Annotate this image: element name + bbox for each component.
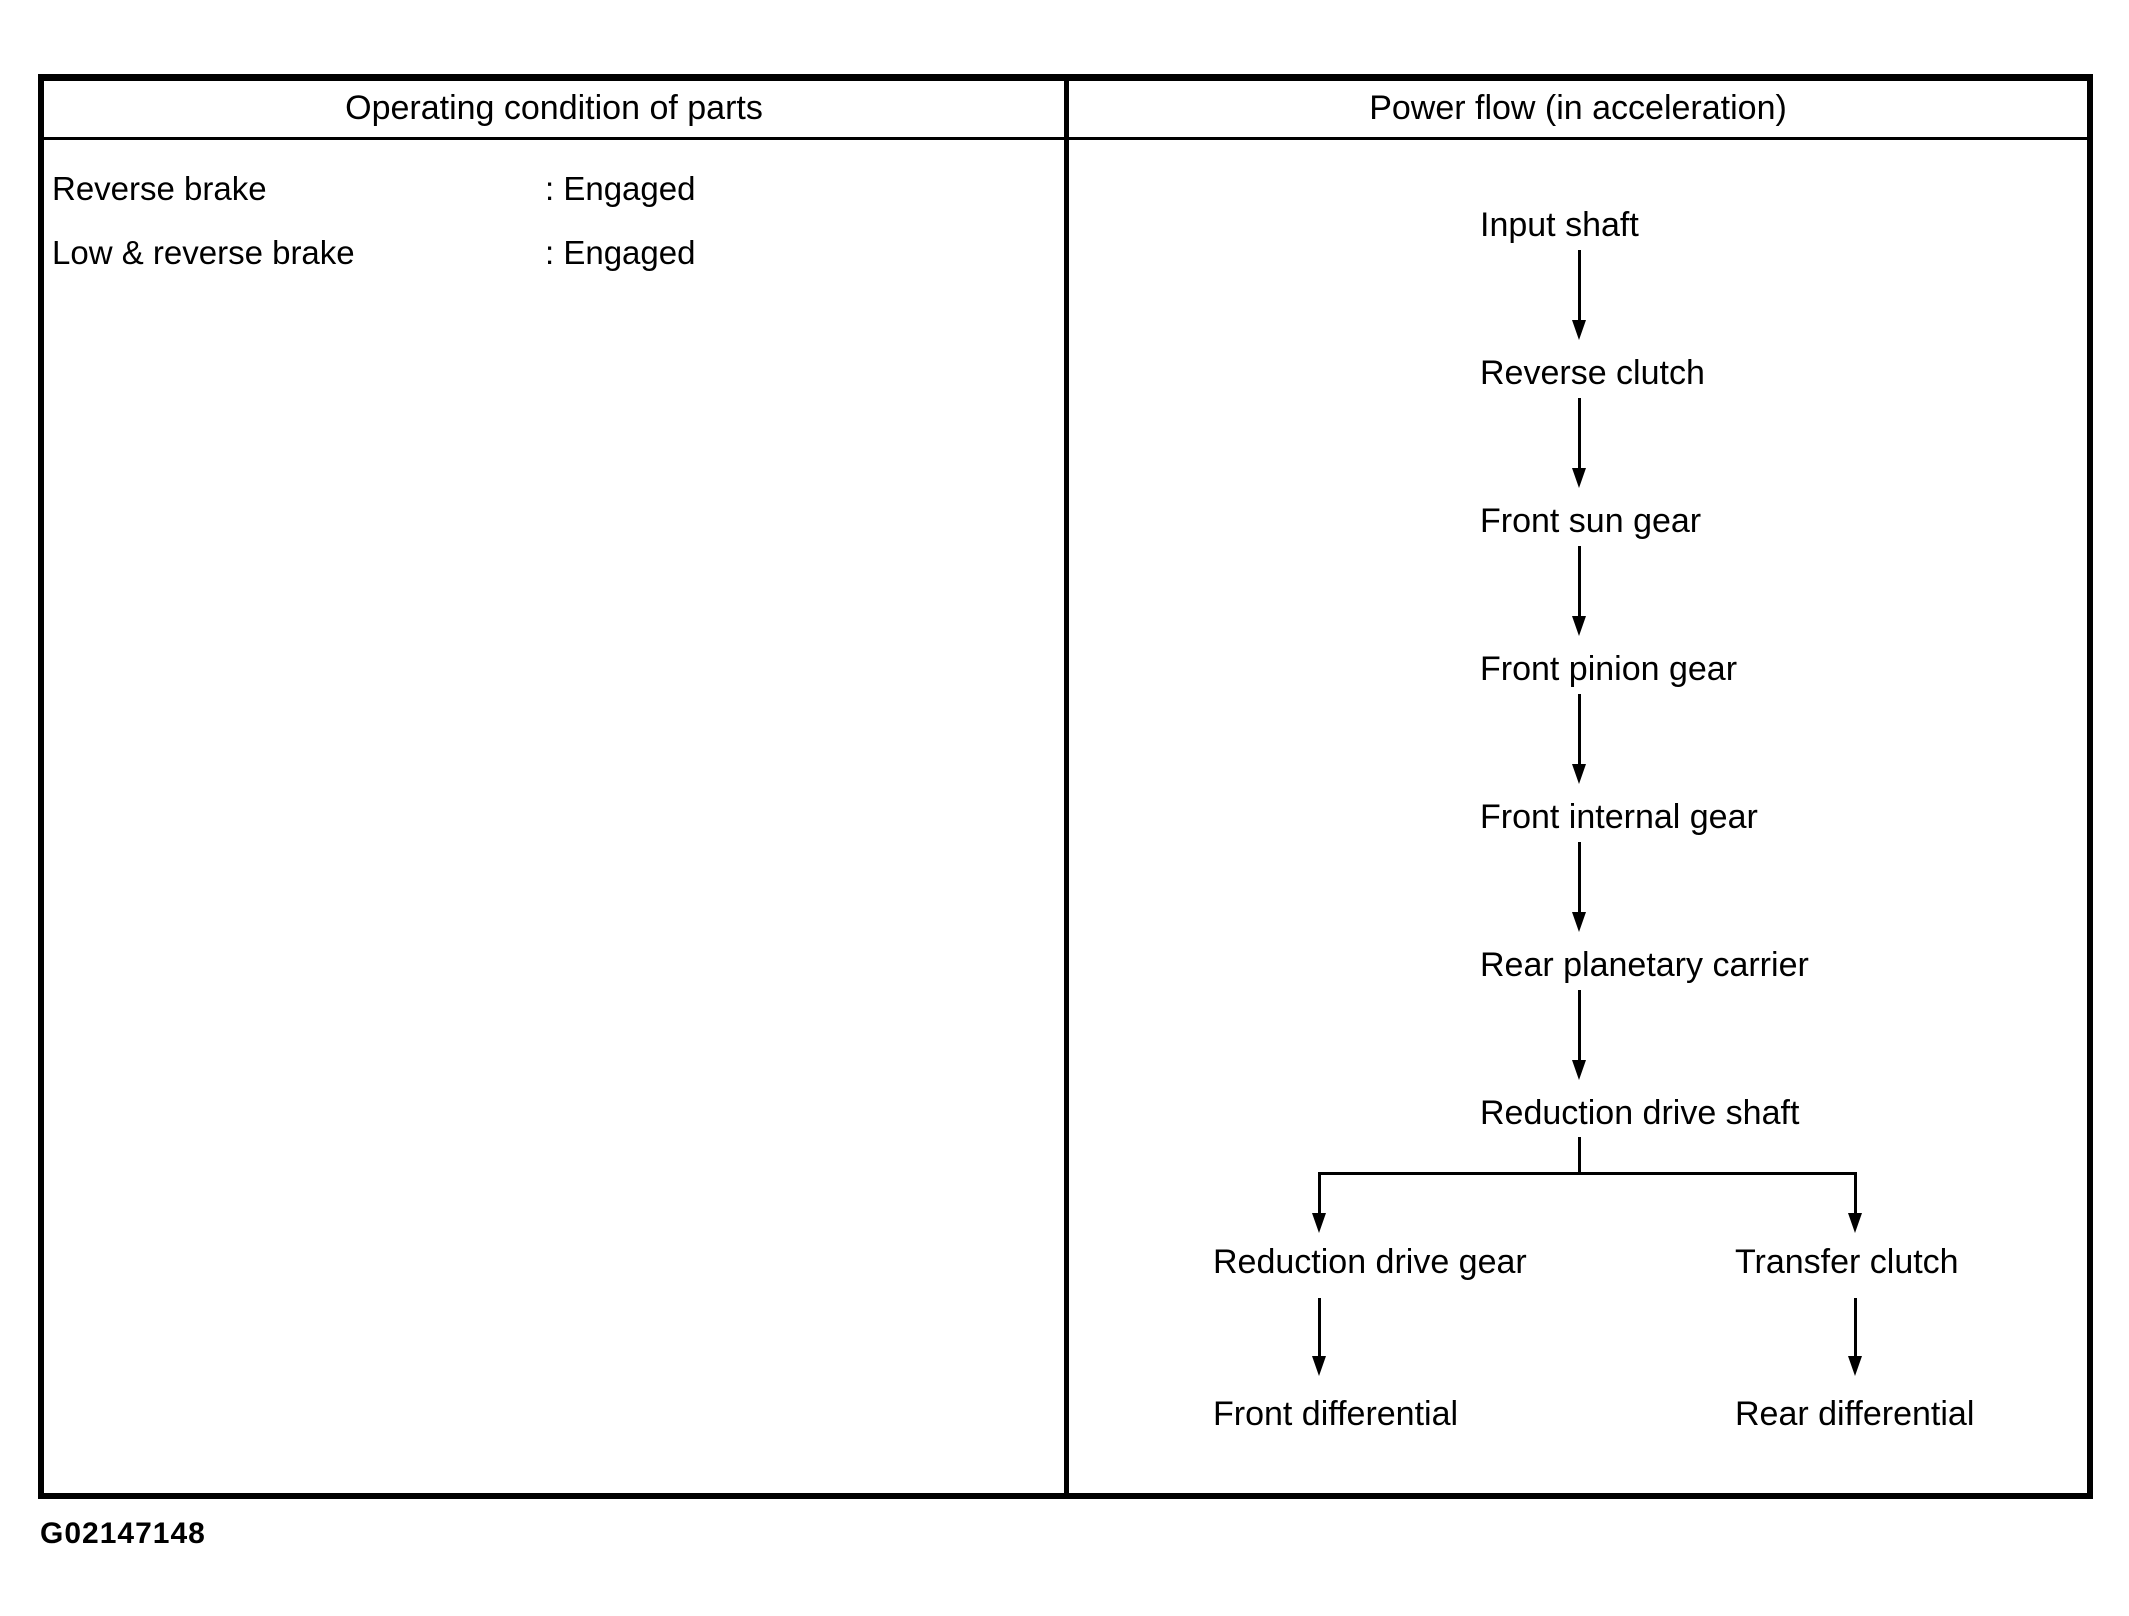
flow-node-reduction-drive-shaft: Reduction drive shaft [1480, 1094, 1800, 1132]
flow-arrow-3 [1571, 546, 1586, 636]
flow-node-rear-planetary-carrier: Rear planetary carrier [1480, 946, 1809, 984]
flow-arrow-6 [1571, 990, 1586, 1080]
flow-node-rear-differential: Rear differential [1735, 1395, 1975, 1433]
flow-node-front-internal-gear: Front internal gear [1480, 798, 1758, 836]
branch-arrow-left [1311, 1175, 1326, 1233]
figure-id-label: G02147148 [40, 1517, 206, 1550]
flow-node-reduction-drive-gear: Reduction drive gear [1213, 1243, 1527, 1281]
column-divider [1064, 81, 1069, 1493]
flow-node-front-differential: Front differential [1213, 1395, 1459, 1433]
flow-arrow-2 [1571, 398, 1586, 488]
branch-arrow-right [1847, 1175, 1862, 1233]
branch-horizontal-line [1318, 1172, 1857, 1175]
header-operating-condition: Operating condition of parts [345, 89, 763, 127]
condition-value: : Engaged [545, 234, 696, 271]
flow-node-transfer-clutch: Transfer clutch [1735, 1243, 1959, 1281]
flow-arrow-1 [1571, 250, 1586, 340]
flow-node-front-sun-gear: Front sun gear [1480, 502, 1702, 540]
flow-node-input-shaft: Input shaft [1480, 206, 1639, 244]
header-separator [44, 137, 2087, 140]
flow-arrow-rear-differential [1847, 1298, 1862, 1376]
flow-arrow-5 [1571, 842, 1586, 932]
header-power-flow: Power flow (in acceleration) [1369, 89, 1787, 127]
flow-arrow-front-differential [1311, 1298, 1326, 1376]
branch-stub-line [1578, 1137, 1581, 1173]
flow-node-reverse-clutch: Reverse clutch [1480, 354, 1705, 392]
condition-part-label: Reverse brake [52, 170, 267, 207]
condition-value: : Engaged [545, 170, 696, 207]
condition-part-label: Low & reverse brake [52, 234, 355, 271]
flow-node-front-pinion-gear: Front pinion gear [1480, 650, 1738, 688]
flow-arrow-4 [1571, 694, 1586, 784]
